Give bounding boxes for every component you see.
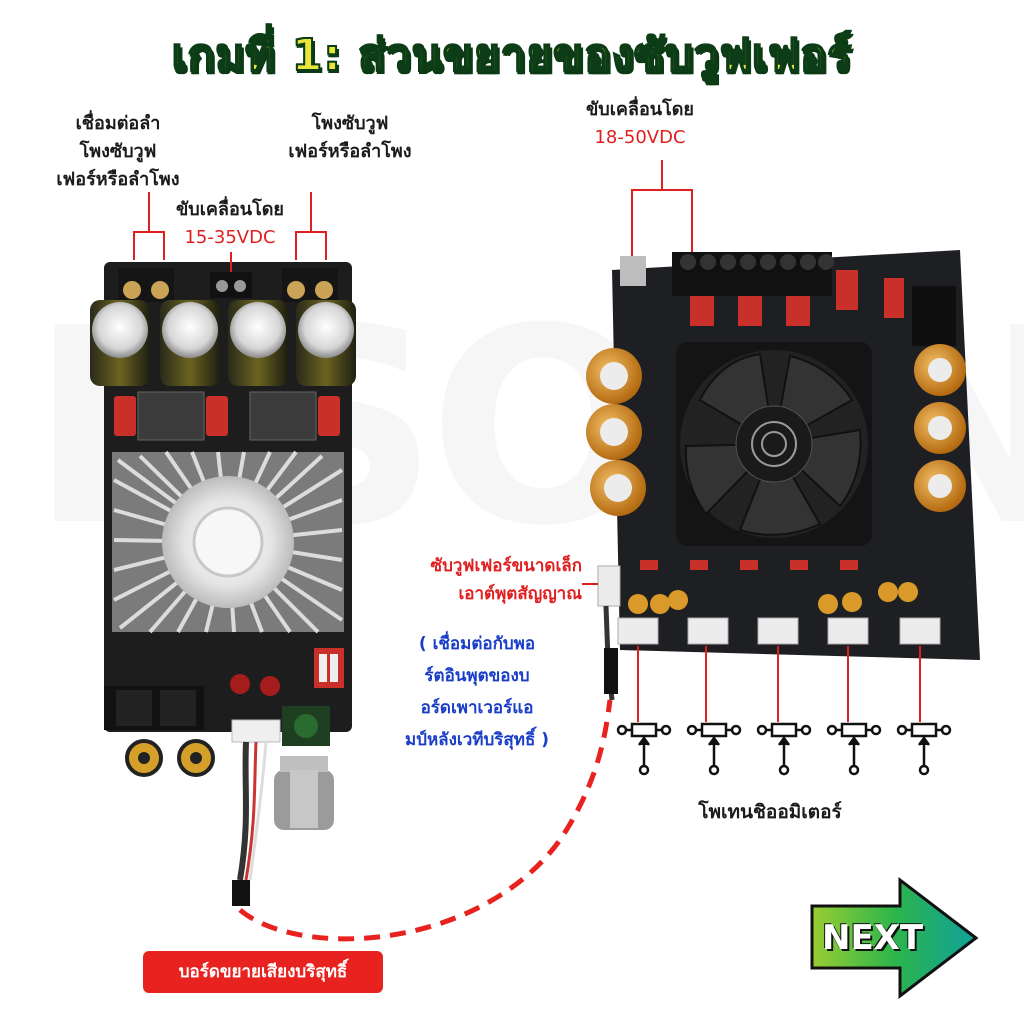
connection-note: ( เชื่อมต่อกับพอ ร์ตอินพุตของบ อร์ดเพาเว… (404, 634, 550, 750)
page-title: เกมที่ 1: ส่วนขยายของซับวูฟเฟอร์ (171, 29, 853, 82)
right-power-voltage: 18-50VDC (594, 127, 686, 148)
left-power-label: ขับเคลื่อนโดย 15-35VDC (150, 196, 310, 252)
right-amp-board (586, 250, 980, 701)
sub-output-label: ซับวูฟเฟอร์ขนาดเล็ก เอาต์พุตสัญญาณ (430, 556, 582, 604)
left-speaker-label-2: โพงซับวูฟ เฟอร์หรือลำโพง (288, 113, 412, 162)
left-speaker-label-1: เชื่อมต่อลำ โพงซับวูฟ เฟอร์หรือลำโพง (56, 113, 180, 190)
left-connector-lines (133, 192, 327, 272)
pot-symbol-3 (756, 722, 812, 776)
pure-amp-board-badge: บอร์ดขยายเสียงบริสุทธิ์ (143, 951, 383, 993)
right-connector-lines (582, 160, 921, 722)
pot-symbol-2 (686, 722, 742, 776)
right-power-label: ขับเคลื่อนโดย 18-50VDC (560, 96, 720, 152)
left-amp-board (90, 262, 356, 906)
next-arrow (810, 876, 979, 1000)
potentiometer-symbols (616, 722, 952, 776)
next-button[interactable]: NEXT (812, 910, 952, 966)
pot-symbol-4 (826, 722, 882, 776)
pot-symbol-1 (616, 722, 672, 776)
left-power-voltage: 15-35VDC (184, 227, 276, 248)
pot-symbol-5 (896, 722, 952, 776)
potentiometer-label: โพเทนชิออมิเตอร์ (698, 801, 842, 823)
